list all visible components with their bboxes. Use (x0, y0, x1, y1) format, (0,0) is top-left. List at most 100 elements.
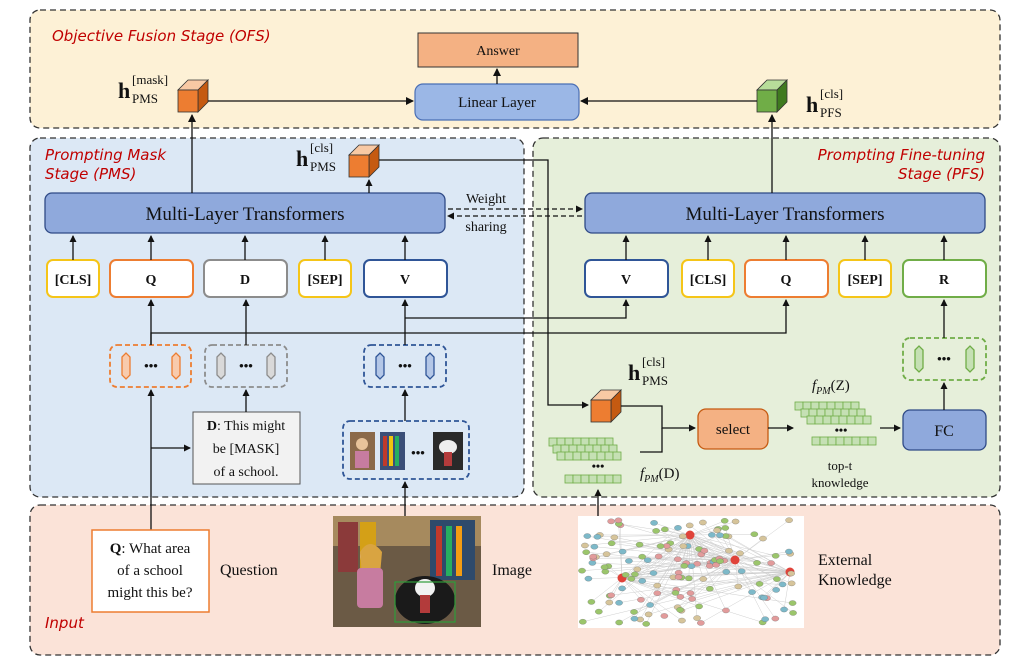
graph-edge (763, 571, 791, 598)
graph-edge (649, 559, 736, 606)
fpm-z-label: fPM(Z) (812, 378, 850, 397)
graph-node (722, 569, 731, 575)
question-line2: of a school (117, 563, 183, 579)
graph-node (678, 617, 686, 624)
graph-node (595, 608, 603, 615)
graph-node (614, 517, 623, 524)
graph-node (755, 581, 764, 587)
graph-node (676, 607, 684, 613)
graph-node (587, 599, 596, 605)
vector-cell (572, 474, 582, 484)
graph-edge (734, 559, 777, 591)
input-image (333, 516, 481, 627)
graph-node (602, 551, 611, 557)
graph-node (610, 534, 619, 541)
question-label: Question (220, 562, 278, 579)
pfs-title-line2: Stage (PFS) (898, 165, 985, 183)
input-title: Input (45, 614, 85, 632)
graph-node (687, 563, 696, 569)
hcls-to-pfs-path (379, 159, 589, 409)
graph-node (590, 543, 599, 550)
graph-edge (634, 571, 791, 575)
vector-cell (564, 474, 574, 484)
graph-edge (591, 577, 623, 603)
graph-node (605, 599, 614, 606)
vector-cell (588, 474, 598, 484)
graph-node (713, 527, 721, 534)
pfs-transformer-label: Multi-Layer Transformers (686, 204, 885, 225)
graph-node (646, 602, 654, 608)
vector-cell (859, 436, 869, 446)
vector-cell (819, 436, 829, 446)
pms-transformer-box (44, 192, 446, 234)
graph-node (642, 621, 650, 627)
graph-edge (621, 577, 683, 621)
graph-node (660, 613, 669, 619)
graph-edge (653, 534, 691, 574)
graph-node (771, 615, 780, 622)
vector-cell (580, 451, 590, 461)
graph-edge (631, 571, 791, 580)
graph-node (716, 558, 724, 564)
vector-cell (822, 415, 832, 425)
graph-node (748, 589, 756, 595)
h-cls-pfs-cube (756, 79, 788, 113)
ofs-title: Objective Fusion Stage (OFS) (52, 27, 271, 45)
graph-node (654, 553, 663, 560)
graph-edge (584, 534, 691, 546)
graph-node (688, 596, 696, 602)
svg-text:[SEP]: [SEP] (308, 273, 343, 288)
graph-node (584, 575, 593, 582)
svg-text:•••: ••• (592, 459, 605, 473)
external-knowledge-line1: External (818, 552, 873, 569)
graph-node (607, 540, 616, 547)
pfs-title-line1: Prompting Fine-tuning (818, 146, 985, 164)
graph-node (615, 600, 623, 606)
graph-hub-node (685, 530, 695, 540)
svg-text:[CLS]: [CLS] (55, 273, 92, 288)
svg-text:•••: ••• (937, 351, 951, 366)
graph-node (778, 581, 787, 588)
graph-node (760, 594, 768, 601)
graph-node (771, 553, 780, 559)
graph-edge (611, 571, 791, 596)
graph-node (653, 590, 662, 596)
svg-text:•••: ••• (398, 358, 412, 373)
graph-node (750, 531, 759, 537)
graph-node (700, 547, 709, 554)
graph-edge (688, 534, 691, 579)
graph-node (753, 560, 761, 566)
question-line3: might this be? (108, 585, 193, 601)
svg-text:[cls]: [cls] (820, 86, 843, 101)
h-cls-pfs-label: h [cls] PFS (806, 86, 843, 120)
vector-cell (556, 451, 566, 461)
graph-node (650, 520, 658, 526)
graph-node (676, 594, 685, 600)
graph-node (644, 611, 653, 618)
fpmd-to-select-line (640, 428, 663, 453)
vector-cell (846, 415, 856, 425)
graph-node (767, 560, 775, 566)
graph-node (685, 575, 693, 582)
h-cls-pms-cube (348, 144, 380, 178)
graph-node (674, 525, 682, 531)
graph-node (720, 518, 729, 524)
graph-node (637, 596, 645, 603)
graph-node (731, 518, 740, 525)
vector-cell (572, 451, 582, 461)
pfs-token-sep: [SEP] (838, 259, 892, 298)
graph-node (581, 542, 589, 549)
question-line1: Q: What area (110, 541, 191, 557)
graph-node (589, 553, 597, 560)
pms-token-q: Q (109, 259, 194, 298)
vector-cell (867, 436, 877, 446)
document-line2: be [MASK] (213, 442, 280, 457)
vector-cell (604, 451, 614, 461)
graph-node (674, 556, 682, 562)
answer-box (417, 32, 579, 68)
vector-cell (827, 436, 837, 446)
graph-node (725, 548, 733, 554)
graph-node (593, 534, 602, 540)
graph-node (656, 543, 665, 549)
graph-edge (689, 530, 718, 536)
